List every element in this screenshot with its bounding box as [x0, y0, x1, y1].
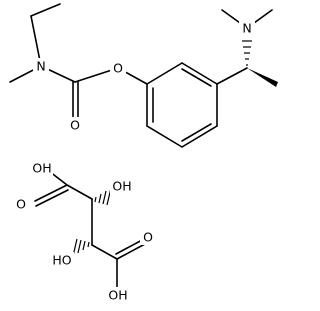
bond-c1-c2	[66, 184, 93, 200]
atom-o-carbonyl-bottom: O	[143, 230, 153, 245]
bond-acid-c1-o-a	[34, 184, 68, 202]
bond-acid-c4-o-b	[115, 238, 145, 255]
bond-c3-c4	[91, 244, 118, 260]
atom-oh-acid-top: OH	[32, 161, 51, 176]
atom-o-carbonyl: O	[70, 118, 80, 133]
wedge-bond-methyl	[247, 68, 278, 87]
ring-bond-5	[146, 125, 183, 148]
bond-acid-c4-o-a	[116, 243, 146, 260]
bond-acid-c1-o-b	[35, 189, 69, 207]
atom-ho-bottom: HO	[52, 253, 71, 268]
atom-labels: N O O N OH O OH HO O OH	[13, 20, 255, 303]
atom-oh-acid-bottom: OH	[108, 288, 127, 303]
benzene-ring	[146, 62, 218, 148]
ring-double-inner-2	[181, 123, 212, 142]
hashed-bond-c2-oh	[94, 187, 112, 206]
carbamate-fragment	[9, 3, 148, 119]
atom-o-carbonyl-top: O	[16, 197, 26, 212]
atom-n-amine: N	[242, 21, 251, 36]
hashed-bond-c3-oh	[72, 238, 90, 257]
structure-canvas: N O O N OH O OH HO O OH	[9, 3, 278, 303]
bond-ring-chiral-c	[216, 67, 248, 85]
chemical-structure-diagram: N O O N OH O OH HO O OH	[9, 3, 278, 303]
bond-ethyl-ch2-n	[30, 15, 42, 67]
atom-oh-top: OH	[112, 179, 131, 194]
atom-n-carbamate: N	[36, 59, 45, 74]
ring-bond-1	[146, 62, 183, 85]
bond-ethyl-ch3	[30, 3, 61, 17]
ring-bond-4	[181, 125, 218, 148]
ring-double-inner-1	[181, 68, 212, 87]
hashed-bond-chiral-n	[242, 40, 252, 66]
ring-bond-2	[181, 62, 218, 85]
atom-o-ester: O	[113, 61, 123, 76]
